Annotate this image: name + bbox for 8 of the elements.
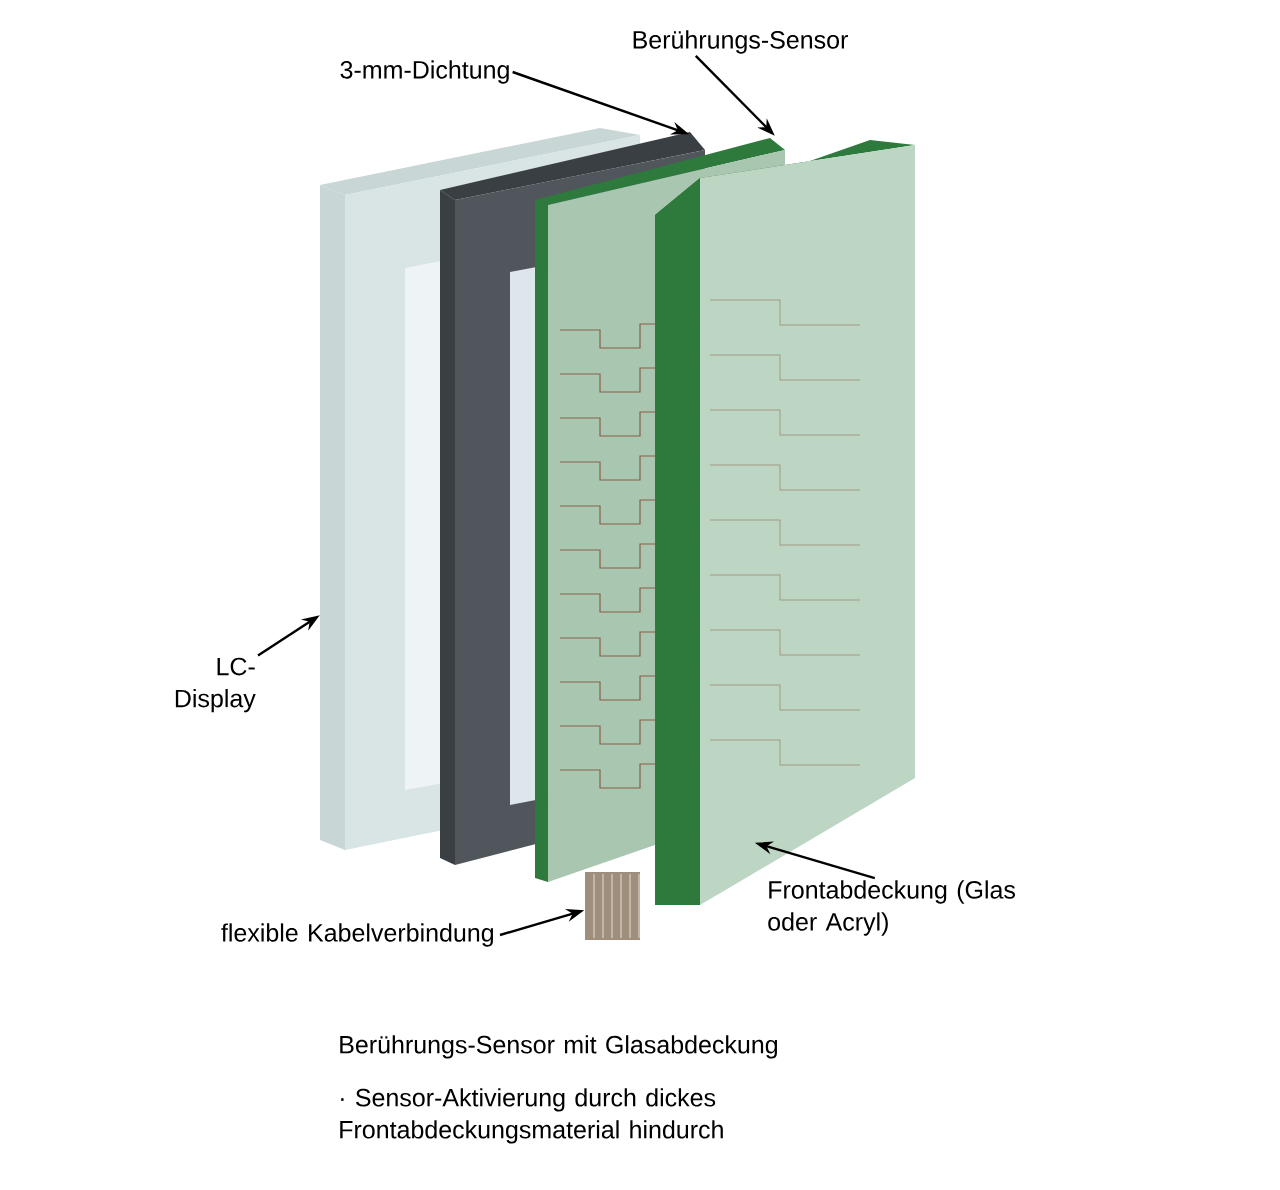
part-label: 3-mm-Dichtung [340,60,509,84]
caption: Berührungs-Sensor mit Glasabdeckung [340,1035,777,1059]
part-label: Frontabdeckung (Glas oder Acryl) [768,880,1015,936]
caption-note: · Sensor-Aktivierung durch dickes Frontabdeckungsmaterial hindurch [340,1088,723,1144]
flat-cable [585,872,640,940]
part-label: LC- Display [175,657,256,713]
part-label: Berührungs-Sensor [633,30,848,54]
part-label: flexible Kabelverbindung [221,923,493,947]
